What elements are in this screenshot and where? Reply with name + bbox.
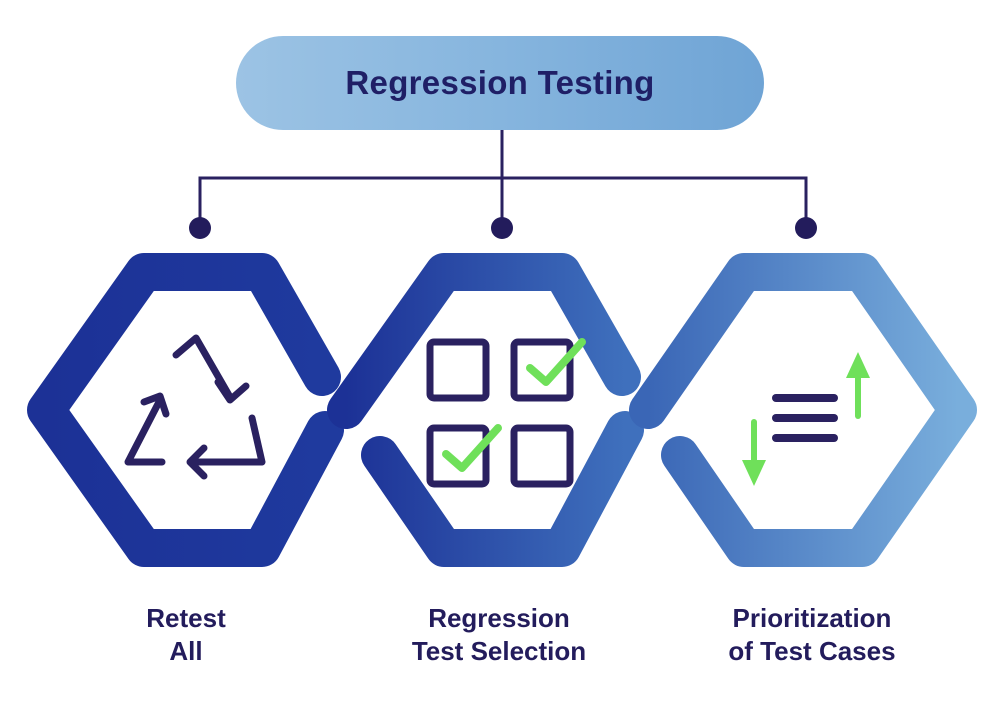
arrow-down-icon [742,419,766,486]
title-pill: Regression Testing [236,36,764,130]
recycle-icon [124,334,266,480]
checklist-grid-icon [426,338,574,488]
label-test-selection: Regression Test Selection [349,602,649,668]
connector-dot-middle [491,217,513,239]
label-line-1: Regression [428,603,570,633]
priority-sort-icon [742,352,870,486]
label-line-1: Retest [146,603,226,633]
hexagon-retest-all [27,253,344,567]
connector-dot-right [795,217,817,239]
diagram-title: Regression Testing [345,64,655,101]
hexagon-test-selection [327,253,644,567]
check-mark-icon [442,338,586,472]
label-line-1: Prioritization [732,603,892,633]
connector-dot-left [189,217,211,239]
label-line-2: All [169,636,203,666]
connector-lines [198,130,808,228]
hexagon-prioritization [629,253,977,567]
arrow-up-icon [846,352,870,419]
label-line-2: Test Selection [411,636,587,666]
label-prioritization: Prioritization of Test Cases [662,602,962,668]
label-line-2: of Test Cases [728,636,896,666]
label-retest-all: Retest All [36,602,336,668]
